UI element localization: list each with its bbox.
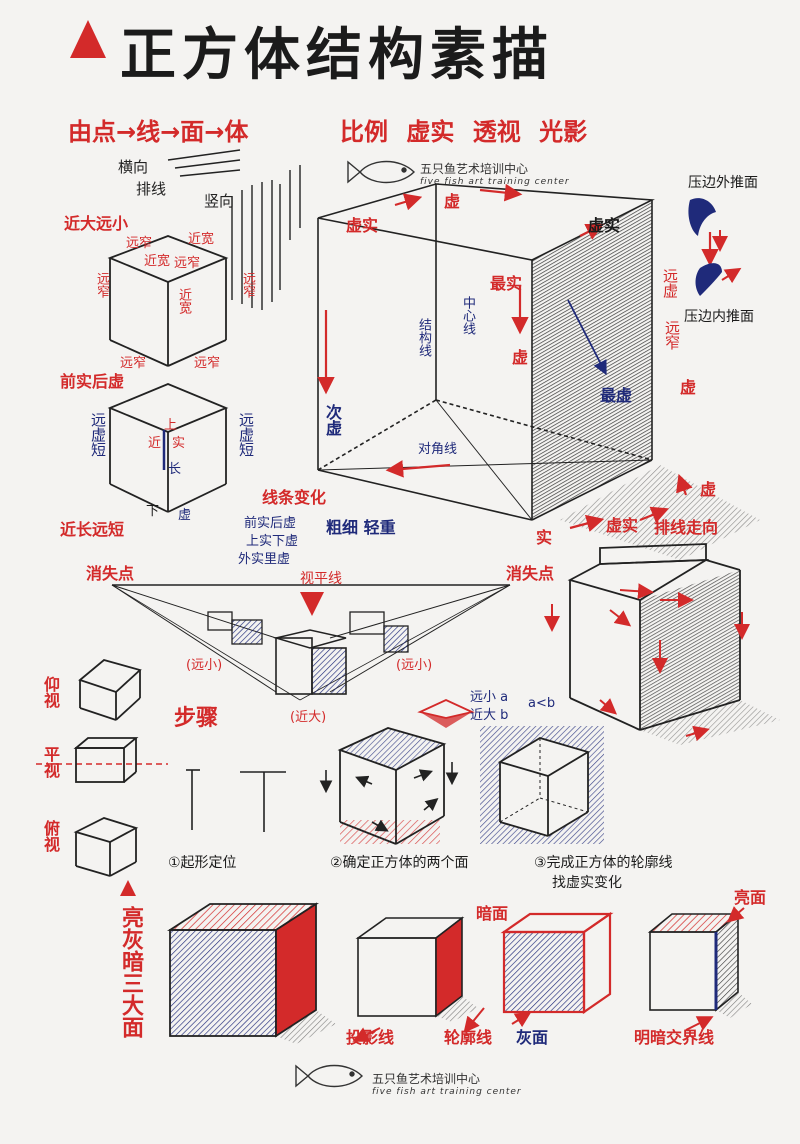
cube-2-solid: 实 (172, 436, 186, 451)
three-faces-triangle-icon (120, 880, 136, 896)
line-variation-rule2: 上实下虚 (246, 534, 299, 549)
three-faces-heading: 亮灰暗三大面 (118, 906, 143, 1038)
big-cube-most-faint: 最虚 (600, 386, 633, 405)
cube-2-up: 上 (164, 418, 178, 433)
cube-1-top-right: 近宽 (188, 232, 215, 247)
line-variation-rule3: 外实里虚 (238, 552, 291, 567)
terminator-label: 明暗交界线 (634, 1028, 715, 1047)
watermark-bottom: 五只鱼艺术培训中心 five fish art training center (372, 1070, 522, 1097)
gray-face-label: 灰面 (516, 1028, 549, 1047)
perspective-horizon: 视平线 (300, 571, 342, 587)
perspective-near: (近大) (290, 710, 327, 725)
line-variation-rule1: 前实后虚 (244, 516, 297, 531)
shading-note-outer: 压边外推面 (688, 175, 758, 191)
step-2-cube (319, 727, 459, 845)
steps-a-label: 远小 a (470, 690, 509, 705)
cube-1-bottom-right: 远窄 (194, 356, 221, 371)
title-triangle-icon (70, 20, 106, 58)
cube-2-heading: 前实后虚 (60, 372, 125, 391)
perspective-far-right: (远小) (396, 658, 433, 673)
three-faces-cube-1 (166, 902, 336, 1044)
shading-note-inner: 压边内推面 (684, 309, 754, 325)
view-down-label: 俯视 (41, 820, 60, 852)
cube-1-right-top: 远窄 (174, 256, 201, 271)
shading-note-far: 远虚 (661, 268, 679, 298)
shadow-line-label: 投影线 (346, 1028, 395, 1047)
cube-2-faint: 虚 (178, 508, 192, 523)
cube-1-left-side: 远窄 (94, 272, 109, 298)
cube-2-drawing (107, 383, 229, 513)
step-3-label: ③完成正方体的轮廓线 (534, 855, 673, 871)
big-cube-faint-shadow: 虚 (700, 480, 717, 499)
label-vertical: 竖向 (204, 192, 235, 210)
cube-1-drawing (107, 235, 229, 367)
view-up-label: 仰视 (41, 676, 60, 708)
cube-1-top-left: 远窄 (126, 236, 153, 251)
big-cube-solid-bottom: 实 (536, 528, 553, 547)
big-cube-faint-bottom: 虚实 (606, 516, 639, 535)
watermark-top: 五只鱼艺术培训中心 five fish art training center (420, 160, 570, 187)
watermark-subtitle: five fish art training center (420, 177, 570, 187)
cube-1-center: 近宽 (176, 288, 191, 314)
big-cube-faint-solid: 虚实 (346, 216, 379, 235)
three-faces-cube-3 (647, 912, 752, 1018)
watermark-name-bottom: 五只鱼艺术培训中心 (372, 1072, 481, 1086)
cube-3-heading: 近长远短 (60, 520, 125, 539)
big-cube-faint-edge: 虚 (680, 378, 697, 397)
cube-2-near: 近 (148, 436, 162, 451)
milk-carton-drawing (544, 543, 780, 745)
perspective-diagram (111, 584, 511, 701)
label-hatching: 排线 (136, 180, 167, 198)
step-3-cube (417, 699, 604, 844)
dark-face-label: 暗面 (476, 904, 509, 923)
cube-2-long: 长 (168, 462, 182, 477)
view-cubes (36, 659, 168, 877)
steps-heading: 步骤 (174, 706, 219, 731)
perspective-vp-right: 消失点 (506, 564, 555, 583)
big-cube-faint-top: 虚 (444, 192, 461, 211)
steps-relation: a<b (528, 696, 556, 711)
big-cube-secondary-faint: 次虚 (323, 404, 342, 436)
big-cube-structure-line: 结构线 (416, 318, 431, 357)
cube-1-heading: 近大远小 (64, 214, 129, 233)
big-cube-faint-solid-right: 虚实 (588, 216, 621, 235)
steps-b-label: 近大 b (470, 708, 509, 723)
view-level-label: 平视 (41, 746, 60, 778)
cube-1-bottom-left: 远窄 (120, 356, 147, 371)
big-cube-most-solid: 最实 (490, 274, 523, 293)
watermark-name: 五只鱼艺术培训中心 (420, 162, 529, 176)
watermark-subtitle-bottom: five fish art training center (372, 1087, 522, 1097)
line-variation-title: 线条变化 (262, 488, 327, 507)
perspective-vp-left: 消失点 (86, 564, 135, 583)
cube-1-right-side: 远窄 (240, 272, 255, 298)
step-1-label: ①起形定位 (168, 855, 237, 871)
big-cube-diagonal: 对角线 (418, 442, 458, 457)
big-cube-center-line: 中心线 (460, 296, 475, 335)
cube-2-left: 远虚短 (89, 412, 107, 457)
big-cube-hatching-direction: 排线走向 (654, 518, 719, 537)
step-1-lines (186, 769, 286, 832)
three-faces-cube-2 (355, 911, 614, 1022)
big-cube-drawing (317, 183, 760, 560)
cube-2-down: 下 (146, 504, 160, 519)
step-3-sublabel: 找虚实变化 (552, 875, 622, 891)
step-2-label: ②确定正方体的两个面 (330, 855, 469, 871)
cube-2-right: 远虚短 (237, 412, 255, 457)
perspective-far-left: (远小) (186, 658, 223, 673)
principles-keys: 比例 虚实 透视 光影 (340, 118, 588, 146)
fish-logo-icon (295, 160, 415, 1088)
page-title: 正方体结构素描 (120, 23, 554, 88)
edge-push-swatches (688, 198, 742, 296)
cube-1-top-back: 近宽 (144, 254, 171, 269)
line-variation-weights: 粗细 轻重 (326, 518, 396, 537)
hatching-demo (167, 149, 301, 310)
shading-note-near: 远窄 (663, 320, 681, 350)
contour-line-label: 轮廓线 (444, 1028, 493, 1047)
principles-flow: 由点→线→面→体 (68, 118, 249, 146)
label-horizontal: 横向 (118, 158, 149, 176)
light-face-label: 亮面 (734, 888, 767, 907)
big-cube-faint-right: 虚 (512, 348, 529, 367)
